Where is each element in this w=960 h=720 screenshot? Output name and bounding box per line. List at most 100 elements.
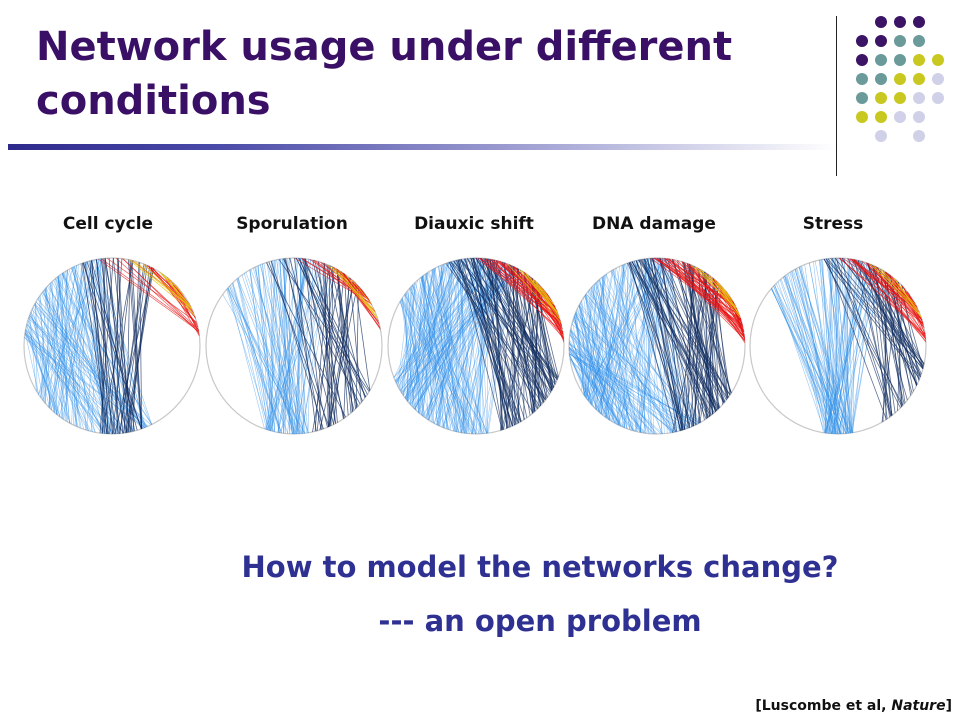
network-edge	[713, 278, 740, 316]
network-edge	[283, 258, 286, 434]
network-edge	[601, 266, 620, 415]
network-edge	[458, 259, 503, 431]
network-edge	[412, 285, 420, 414]
network-edge	[593, 284, 603, 416]
network-edge	[569, 353, 682, 431]
network-edge	[568, 349, 618, 425]
network-edge	[568, 346, 622, 427]
network-edge	[469, 258, 538, 410]
network-edge	[93, 259, 132, 432]
network-edge	[338, 270, 378, 319]
network-edge	[568, 342, 674, 433]
network-edge	[412, 284, 434, 424]
network-edge	[485, 258, 557, 310]
network-edge	[134, 260, 192, 308]
network-edge	[101, 260, 134, 434]
network-edge	[601, 277, 615, 423]
network-edge	[517, 268, 519, 424]
network-edge	[71, 264, 79, 425]
network-edge	[585, 293, 610, 421]
network-edge	[418, 278, 450, 430]
network-edge	[574, 314, 678, 432]
network-edge	[91, 260, 109, 434]
network-edge	[436, 259, 462, 425]
network-edge	[436, 259, 495, 425]
network-edge	[689, 264, 708, 419]
network-edge	[442, 260, 499, 428]
network-edge	[354, 282, 371, 391]
network-edge	[486, 258, 539, 409]
network-edge	[809, 262, 840, 435]
network-edge	[331, 266, 378, 319]
network-edge	[402, 268, 435, 396]
network-edge	[423, 275, 438, 426]
network-edge	[618, 262, 630, 426]
network-edge	[459, 259, 555, 387]
network-edge	[431, 270, 465, 434]
network-edge	[600, 264, 625, 415]
network-edge	[401, 286, 412, 394]
network-edge	[568, 346, 625, 428]
network-edge	[405, 263, 446, 399]
network-edge	[106, 257, 198, 323]
network-edge	[459, 263, 508, 433]
network-edge	[581, 284, 595, 392]
network-edge	[606, 274, 631, 430]
network-edge	[569, 353, 695, 427]
network-edge	[40, 287, 47, 398]
network-edge	[677, 260, 705, 421]
network-edge	[432, 269, 462, 433]
network-edge	[633, 260, 682, 431]
network-edge	[427, 272, 488, 434]
network-edge	[458, 259, 467, 434]
network-edge	[581, 300, 597, 410]
decorative-dot	[913, 92, 925, 104]
network-edge	[400, 300, 468, 434]
network-edge	[592, 285, 672, 434]
network-edge	[583, 297, 600, 413]
network-edge	[422, 276, 463, 433]
decorative-dot	[932, 73, 944, 85]
network-edge	[722, 287, 740, 316]
network-edge	[827, 258, 921, 378]
network-edge	[585, 293, 701, 423]
network-edge	[336, 269, 349, 416]
network-edge	[70, 267, 134, 432]
network-edge	[104, 258, 119, 434]
network-edge	[611, 264, 625, 422]
decorative-dot	[913, 111, 925, 123]
network-edge	[587, 259, 639, 401]
network-edge	[162, 273, 200, 337]
network-edge	[109, 258, 123, 435]
network-edge	[595, 282, 640, 433]
network-edge	[570, 330, 591, 404]
network-edge	[24, 337, 145, 428]
network-edge	[597, 280, 620, 426]
network-edge	[236, 278, 269, 431]
network-edge	[579, 302, 674, 433]
network-edge	[638, 259, 731, 396]
network-edge	[588, 290, 599, 412]
network-edge	[420, 277, 477, 435]
network-edge	[839, 261, 863, 435]
network-edge	[608, 260, 639, 420]
network-edge	[569, 354, 592, 406]
network-edge	[578, 305, 682, 431]
network-edge	[455, 260, 519, 424]
network-edge	[475, 257, 562, 324]
network-edge	[399, 301, 441, 427]
network-edge	[866, 262, 927, 343]
network-edge	[329, 265, 366, 399]
network-edge	[840, 257, 893, 416]
network-edge	[814, 260, 849, 434]
network-edge	[574, 313, 651, 434]
network-edge	[100, 258, 199, 330]
network-edge	[409, 287, 473, 435]
network-edge	[57, 276, 82, 429]
panel-label-sporulation: Sporulation	[236, 214, 348, 234]
network-edge	[489, 259, 511, 428]
network-edge	[570, 329, 610, 421]
network-edge	[406, 292, 424, 417]
network-edge	[684, 266, 695, 430]
network-edge	[583, 262, 629, 395]
